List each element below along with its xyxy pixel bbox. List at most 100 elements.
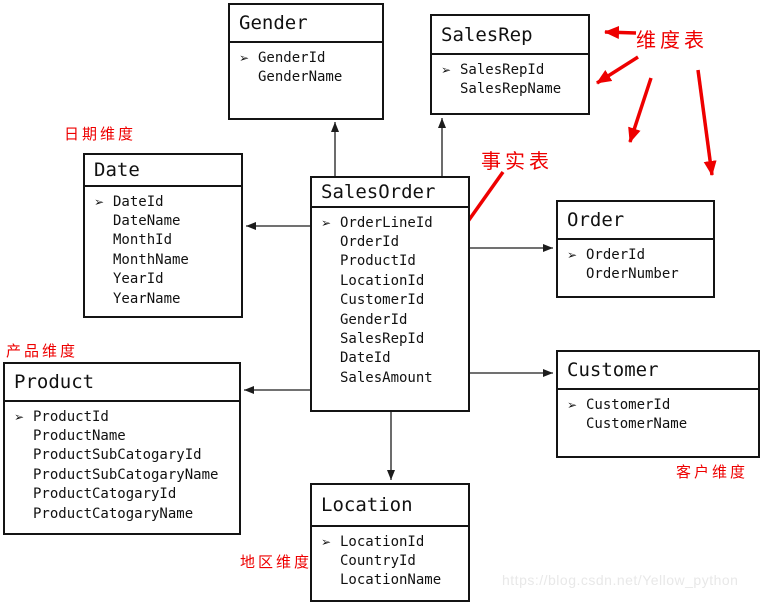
field-name: YearName bbox=[113, 290, 181, 307]
field-row: ProductCatogaryName bbox=[5, 504, 239, 523]
annotation-arrow bbox=[628, 77, 653, 143]
field-row: GenderId bbox=[312, 310, 468, 329]
field-list: ➢ SalesRepId SalesRepName bbox=[432, 55, 588, 99]
field-name: OrderNumber bbox=[586, 266, 679, 283]
field-row: MonthId bbox=[85, 231, 241, 250]
table-gender: Gender ➢ GenderId GenderName bbox=[228, 3, 384, 120]
dimension-table-label: 维度表 bbox=[636, 28, 708, 52]
field-row: SalesAmount bbox=[312, 368, 468, 387]
field-name: ProductName bbox=[33, 428, 126, 445]
field-list: ➢ LocationId CountryId LocationName bbox=[312, 527, 468, 590]
field-name: ProductCatogaryName bbox=[33, 505, 194, 522]
field-name: SalesRepId bbox=[460, 61, 545, 78]
table-date: Date ➢ DateId DateName MonthId MonthName bbox=[83, 153, 243, 318]
table-title: SalesOrder bbox=[312, 178, 468, 208]
field-row: SalesRepName bbox=[432, 79, 588, 98]
field-list: ➢ CustomerId CustomerName bbox=[558, 390, 758, 434]
field-name: ProductId bbox=[340, 253, 416, 270]
field-name: OrderLineId bbox=[340, 214, 433, 231]
table-order: Order ➢ OrderId OrderNumber bbox=[556, 200, 715, 298]
field-row: LocationId bbox=[312, 271, 468, 290]
table-title: Customer bbox=[558, 352, 758, 390]
field-row: ➢ OrderLineId bbox=[312, 213, 468, 232]
field-row: YearId bbox=[85, 270, 241, 289]
field-name: SalesRepName bbox=[460, 81, 562, 98]
field-name: CustomerId bbox=[340, 292, 425, 309]
field-row: CustomerId bbox=[312, 291, 468, 310]
field-name: MonthId bbox=[113, 232, 173, 249]
date-dimension-label: 日期维度 bbox=[64, 125, 137, 143]
primary-key-icon: ➢ bbox=[14, 409, 25, 424]
field-name: LocationId bbox=[340, 533, 425, 550]
field-name: CountryId bbox=[340, 553, 416, 570]
primary-key-icon: ➢ bbox=[321, 215, 332, 230]
field-name: GenderId bbox=[258, 49, 326, 66]
field-row: CustomerName bbox=[558, 414, 758, 433]
primary-key-icon: ➢ bbox=[567, 247, 578, 262]
field-name: ProductSubCatogaryName bbox=[33, 466, 219, 483]
location-dimension-label: 地区维度 bbox=[240, 553, 313, 571]
field-row: ➢ DateId bbox=[85, 192, 241, 211]
field-row: GenderName bbox=[230, 67, 382, 86]
field-row: CountryId bbox=[312, 551, 468, 570]
field-name: CustomerId bbox=[586, 396, 671, 413]
field-row: ➢ GenderId bbox=[230, 48, 382, 67]
table-title: Date bbox=[85, 155, 241, 187]
table-location: Location ➢ LocationId CountryId Location… bbox=[310, 483, 470, 602]
primary-key-icon: ➢ bbox=[321, 534, 332, 549]
field-name: SalesRepId bbox=[340, 331, 425, 348]
field-name: GenderId bbox=[340, 311, 408, 328]
field-name: ProductCatogaryId bbox=[33, 486, 177, 503]
field-row: ➢ LocationId bbox=[312, 532, 468, 551]
field-row: ➢ OrderId bbox=[558, 245, 713, 264]
field-row: LocationName bbox=[312, 571, 468, 590]
primary-key-icon: ➢ bbox=[94, 194, 105, 209]
field-row: ProductSubCatogaryId bbox=[5, 446, 239, 465]
watermark: https://blog.csdn.net/Yellow_python bbox=[502, 572, 739, 588]
field-list: ➢ GenderId GenderName bbox=[230, 43, 382, 87]
annotation-arrow bbox=[604, 25, 637, 39]
field-name: DateName bbox=[113, 213, 181, 230]
table-salesrep: SalesRep ➢ SalesRepId SalesRepName bbox=[430, 14, 590, 115]
field-name: LocationId bbox=[340, 272, 425, 289]
field-name: YearId bbox=[113, 271, 164, 288]
field-list: ➢ DateId DateName MonthId MonthName Year… bbox=[85, 187, 241, 308]
table-customer: Customer ➢ CustomerId CustomerName bbox=[556, 350, 760, 458]
customer-dimension-label: 客户维度 bbox=[676, 463, 749, 481]
field-name: OrderId bbox=[586, 246, 646, 263]
field-name: SalesAmount bbox=[340, 369, 433, 386]
field-name: ProductId bbox=[33, 408, 109, 425]
field-row: ProductSubCatogaryName bbox=[5, 465, 239, 484]
table-salesorder: SalesOrder ➢ OrderLineId OrderId Product… bbox=[310, 176, 470, 412]
primary-key-icon: ➢ bbox=[567, 397, 578, 412]
field-row: ➢ CustomerId bbox=[558, 395, 758, 414]
field-row: ➢ ProductId bbox=[5, 407, 239, 426]
field-row: DateId bbox=[312, 349, 468, 368]
table-title: Order bbox=[558, 202, 713, 240]
field-name: MonthName bbox=[113, 251, 189, 268]
field-row: ProductId bbox=[312, 252, 468, 271]
table-title: Gender bbox=[230, 5, 382, 43]
table-title: Product bbox=[5, 364, 239, 402]
fact-table-label: 事实表 bbox=[481, 149, 553, 173]
field-list: ➢ OrderId OrderNumber bbox=[558, 240, 713, 284]
table-product: Product ➢ ProductId ProductName ProductS… bbox=[3, 362, 241, 535]
field-row: DateName bbox=[85, 211, 241, 230]
field-list: ➢ OrderLineId OrderId ProductId Location… bbox=[312, 208, 468, 388]
field-list: ➢ ProductId ProductName ProductSubCatoga… bbox=[5, 402, 239, 523]
table-title: Location bbox=[312, 485, 468, 527]
field-name: DateId bbox=[113, 193, 164, 210]
field-name: GenderName bbox=[258, 69, 343, 86]
annotation-arrow bbox=[596, 55, 639, 85]
field-row: SalesRepId bbox=[312, 329, 468, 348]
field-name: LocationName bbox=[340, 572, 442, 589]
field-row: ProductCatogaryId bbox=[5, 485, 239, 504]
annotation-arrow bbox=[696, 69, 717, 176]
field-name: OrderId bbox=[340, 234, 400, 251]
field-name: CustomerName bbox=[586, 416, 688, 433]
product-dimension-label: 产品维度 bbox=[6, 342, 79, 360]
field-row: MonthName bbox=[85, 250, 241, 269]
primary-key-icon: ➢ bbox=[441, 62, 452, 77]
field-row: YearName bbox=[85, 289, 241, 308]
field-row: ProductName bbox=[5, 426, 239, 445]
